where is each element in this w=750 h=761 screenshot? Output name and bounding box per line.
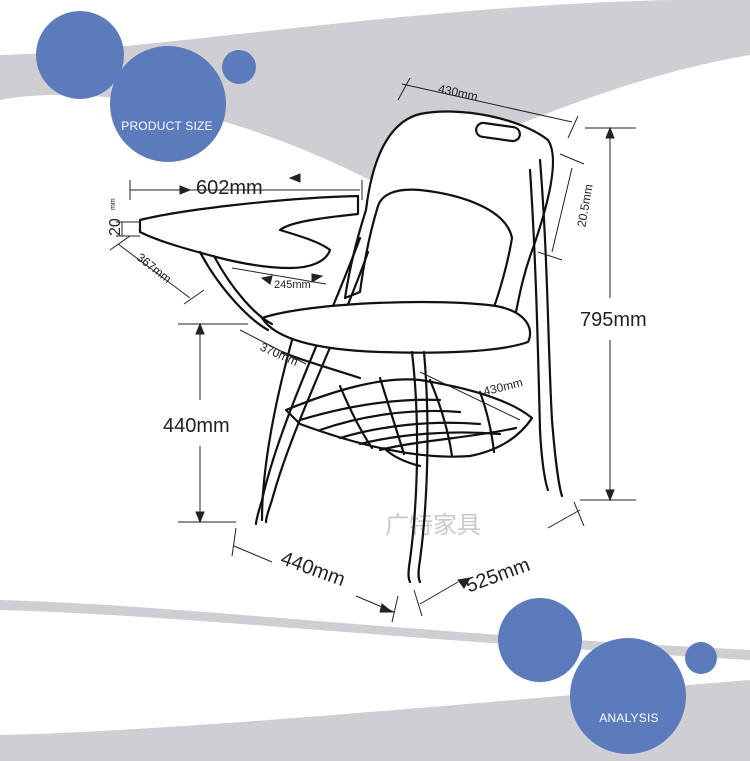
basket-wire-2: [318, 409, 462, 432]
basket-wire-1: [298, 398, 442, 422]
label-tablet-thickness-unit: mm: [110, 198, 117, 210]
dim-line-seat-width: [419, 371, 521, 421]
chair-seat: [260, 300, 532, 354]
basket-wire-3: [338, 421, 482, 440]
dim-ext-backrest-left: [397, 77, 411, 101]
tablet-arm-inner: [212, 254, 274, 326]
dimension-lines: [109, 77, 636, 623]
dim-ext-depth-bottom: [537, 251, 563, 261]
arrow-tablet-left: [179, 185, 192, 195]
label-base-depth: 525mm: [463, 554, 533, 597]
label-base-width: 440mm: [278, 548, 348, 591]
arrow-tablet-right: [288, 173, 301, 183]
dim-line-base-width-a: [233, 545, 273, 563]
label-seat-width: 430mm: [482, 375, 524, 398]
analysis-label: ANALYSIS: [599, 711, 658, 725]
arrow-base-right: [379, 603, 394, 613]
product-size-badge: [110, 46, 226, 162]
arrow-seat-down: [195, 511, 205, 524]
writing-tablet: [138, 194, 360, 270]
analysis-badge: [570, 638, 686, 754]
front-left-leg: [254, 236, 362, 526]
dim-ext-width-right: [183, 289, 205, 305]
dim-line-tablet-width: [117, 243, 191, 299]
bottom-white-curve: [0, 610, 750, 735]
chair-backrest: [343, 110, 554, 320]
top-gray-band: [0, 0, 750, 180]
label-tablet-inner: 245mm: [274, 279, 311, 291]
product-size-label: PRODUCT SIZE: [121, 119, 213, 133]
label-tablet-width: 367mm: [134, 250, 174, 286]
arrow-inner-left: [260, 275, 273, 285]
arrow-depth-left: [457, 577, 471, 589]
label-backrest-depth: 20.5mm: [574, 183, 595, 228]
rear-leg: [538, 158, 564, 498]
dim-ext-backrest-right: [567, 115, 579, 139]
brand-watermark: 广特家具: [385, 511, 481, 539]
dim-ext-depth-right: [573, 501, 585, 527]
badge-tiny-circle-top: [222, 50, 256, 84]
basket-rib-1: [338, 384, 374, 450]
dim-line-seat-depth: [239, 329, 307, 365]
front-right-leg: [407, 350, 419, 584]
tablet-arm: [198, 250, 270, 332]
dim-ext-base-left: [231, 527, 237, 557]
dim-line-base-depth-a: [419, 581, 459, 605]
badge-small-circle-bottom: [498, 598, 582, 682]
dim-line-backrest-depth: [551, 167, 573, 253]
arrow-inner-right: [311, 273, 324, 283]
backrest-handle: [475, 121, 521, 143]
badge-tiny-circle-bottom: [685, 642, 717, 674]
dim-line-tablet-inner: [231, 267, 327, 285]
basket-strut: [382, 446, 422, 468]
side-frame-back: [260, 338, 294, 522]
dim-ext-width-left: [109, 235, 131, 251]
label-seat-height: 440mm: [163, 415, 230, 437]
label-tablet-thickness: 20: [107, 218, 124, 236]
dim-ext-base-right: [391, 595, 399, 623]
dim-line-base-depth-b: [547, 509, 581, 529]
badge-small-circle-top: [36, 11, 124, 99]
basket-wire-5: [378, 426, 518, 452]
arrow-height-down: [605, 489, 615, 502]
arrow-height-up: [605, 126, 615, 139]
dim-ext-depth-top: [559, 153, 585, 165]
front-right-leg-inner: [417, 350, 429, 584]
label-total-height: 795mm: [580, 309, 647, 331]
rear-leg-inner: [528, 168, 550, 492]
basket-rib-3: [428, 378, 454, 458]
basket-outline: [284, 378, 534, 458]
label-seat-depth: 370mm: [258, 340, 300, 369]
arrow-seat-up: [195, 322, 205, 335]
label-tablet-length: 602mm: [196, 177, 263, 199]
dim-ext-depth-left: [413, 589, 423, 617]
basket-rib-2: [378, 376, 406, 456]
dim-line-backrest-width: [401, 83, 573, 123]
basket-rib-4: [478, 390, 496, 454]
chair-drawing: [138, 110, 564, 584]
